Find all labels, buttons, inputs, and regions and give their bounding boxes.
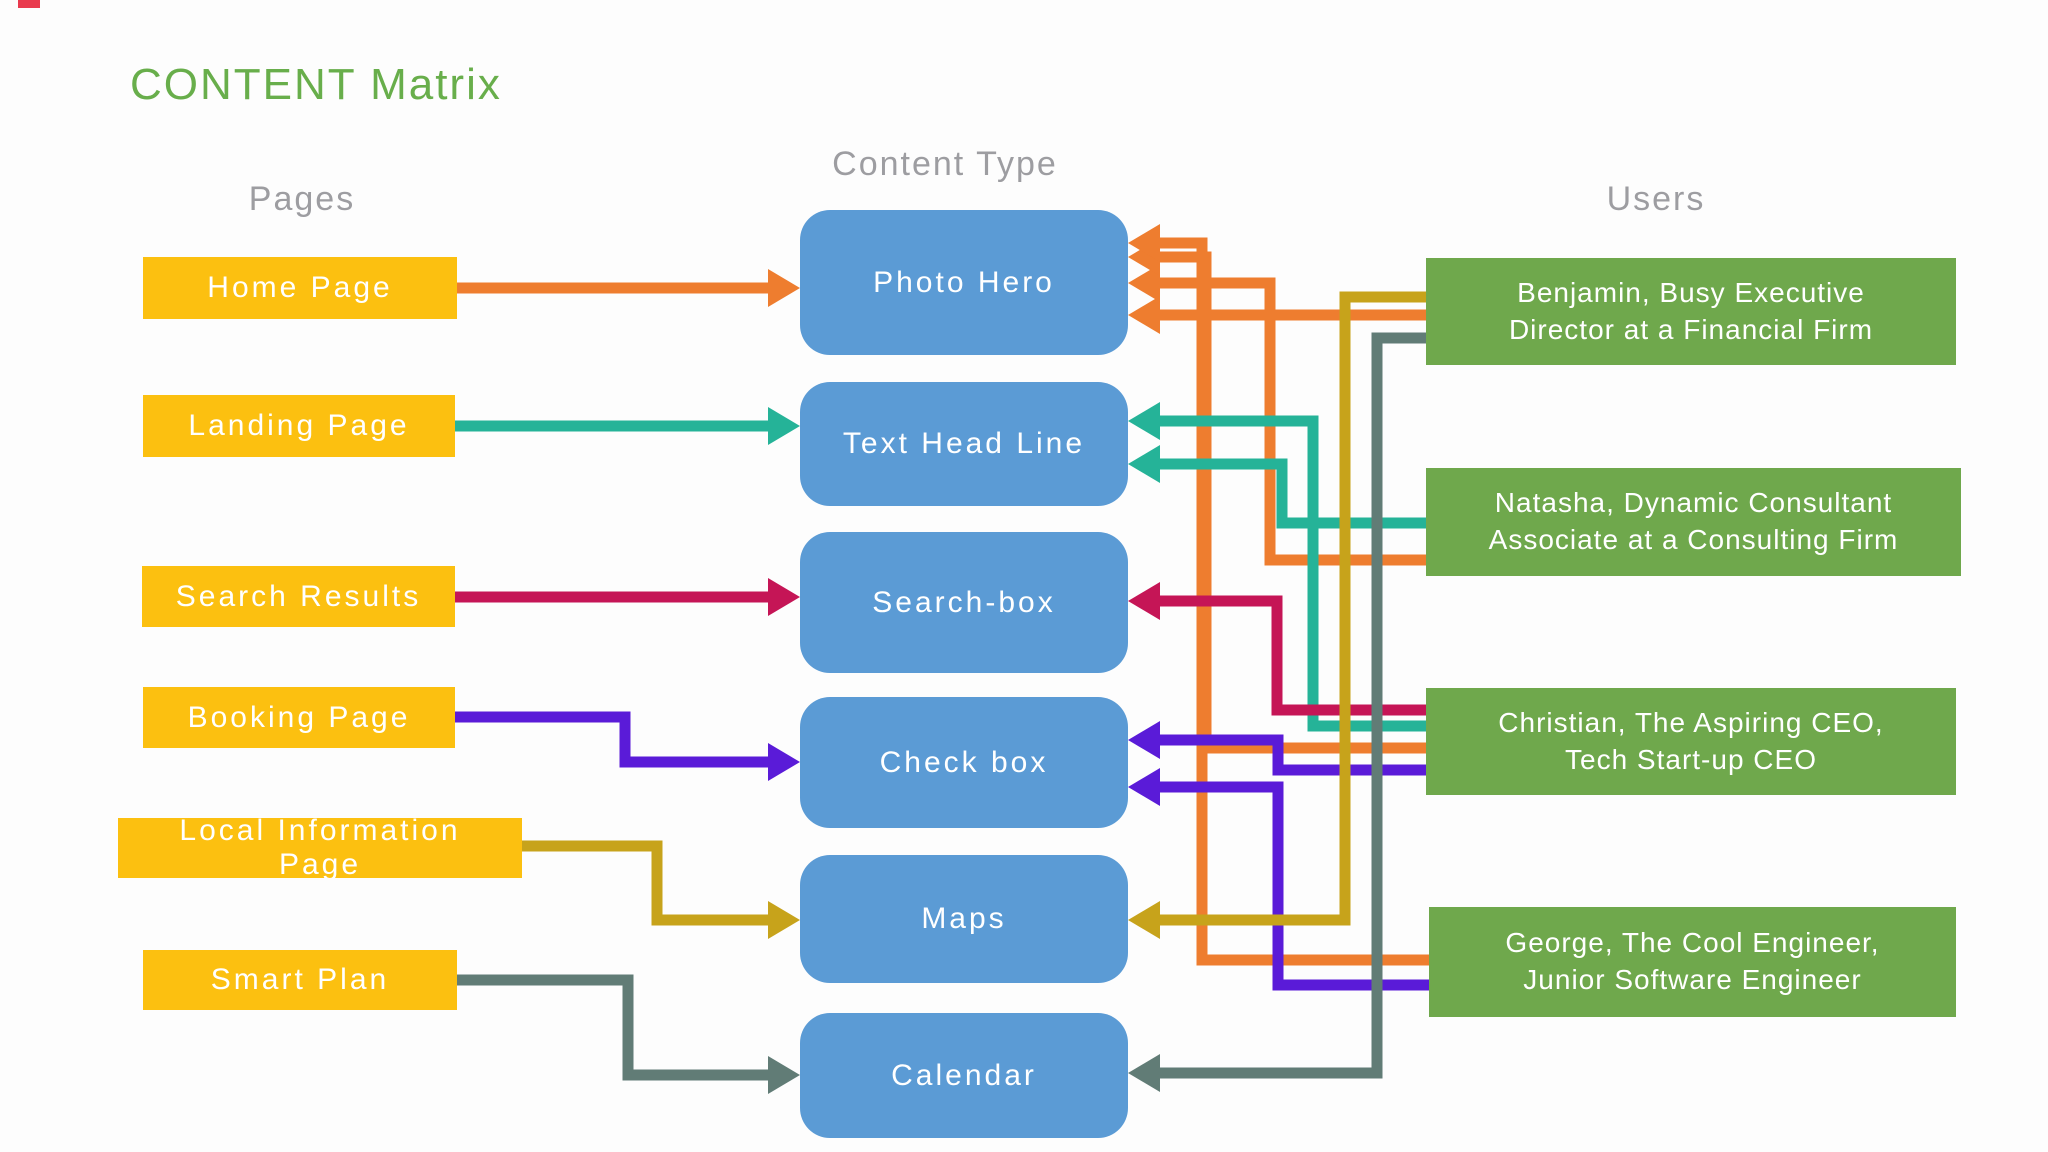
arrowhead [1128, 224, 1160, 262]
arrowhead [1128, 1054, 1160, 1092]
screen-artifact-red [18, 0, 40, 8]
edge-local-information-to-maps [522, 840, 800, 939]
arrowhead [1128, 402, 1160, 440]
content-box-label: Calendar [891, 1058, 1037, 1092]
user-box-label: Christian, The Aspiring CEO, [1498, 706, 1884, 738]
arrowhead [1128, 264, 1160, 302]
content-box-label: Check box [879, 745, 1049, 779]
content-box-label: Photo Hero [873, 265, 1055, 299]
edge-natasha-to-text-head-line [1128, 445, 1426, 529]
arrowhead [768, 407, 800, 445]
page-box-booking-page: Booking Page [143, 687, 455, 748]
arrowhead [768, 743, 800, 781]
page-box-label: Local Information [179, 818, 461, 847]
arrowhead [768, 578, 800, 616]
user-box-label-line2: Associate at a Consulting Firm [1488, 524, 1899, 555]
content-box-calendar: Calendar [800, 1013, 1128, 1138]
edge-home-page-to-photo-hero [457, 269, 800, 307]
column-header-pages: Pages [248, 180, 356, 218]
user-box-label: Benjamin, Busy Executive [1517, 276, 1865, 308]
page-box-label: Search Results [175, 579, 422, 613]
edge-smart-plan-to-calendar [457, 974, 800, 1094]
content-box-label: Maps [921, 902, 1007, 935]
diagram-title: CONTENT Matrix [130, 60, 502, 109]
user-box-george: George, The Cool Engineer, Junior Softwar… [1429, 907, 1956, 1017]
user-box-label-line2: Junior Software Engineer [1523, 964, 1862, 995]
edge-christian-to-check-box [1128, 721, 1426, 776]
arrowhead [768, 1056, 800, 1094]
edge-landing-page-to-text-head-line [455, 407, 800, 445]
edge-christian-to-text-head-line [1128, 402, 1426, 732]
arrowhead [1128, 721, 1160, 759]
arrowhead [1128, 296, 1160, 334]
arrowhead [768, 901, 800, 939]
column-header-content-type: Content Type [832, 145, 1058, 183]
edge-christian-to-search-box [1128, 582, 1426, 716]
page-box-label-line2: Page [278, 848, 362, 878]
user-box-label: George, The Cool Engineer, [1505, 927, 1880, 959]
arrowhead [1128, 445, 1160, 483]
page-box-label: Smart Plan [210, 963, 390, 996]
page-box-home-page: Home Page [143, 257, 457, 319]
content-box-check-box: Check box [800, 697, 1128, 828]
page-box-landing-page: Landing Page [143, 395, 455, 457]
column-header-users: Users [1606, 180, 1706, 218]
page-box-label: Home Page [207, 271, 393, 304]
edge-george-to-check-box [1128, 768, 1429, 991]
page-box-search-results: Search Results [142, 566, 455, 627]
content-box-search-box: Search-box [800, 532, 1128, 673]
content-box-maps: Maps [800, 855, 1128, 983]
page-box-smart-plan: Smart Plan [143, 950, 457, 1010]
user-box-christian: Christian, The Aspiring CEO, Tech Start-u… [1426, 688, 1956, 795]
user-box-label: Natasha, Dynamic Consultant [1494, 487, 1893, 519]
arrowhead [1128, 582, 1160, 620]
page-box-label: Booking Page [187, 700, 411, 734]
edge-benjamin-to-calendar [1128, 332, 1426, 1092]
edge-benjamin-to-maps [1128, 291, 1426, 939]
user-box-label-line2: Tech Start-up CEO [1565, 743, 1817, 775]
content-box-label: Search-box [872, 585, 1056, 619]
content-box-label: Text Head Line [842, 427, 1086, 460]
edge-booking-page-to-check-box [455, 711, 800, 781]
user-box-label-line2: Director at a Financial Firm [1508, 313, 1874, 345]
content-box-photo-hero: Photo Hero [800, 210, 1128, 355]
edge-search-results-to-search-box [455, 578, 800, 616]
arrowhead [1128, 768, 1160, 806]
arrowhead [768, 269, 800, 307]
page-box-label: Landing Page [188, 409, 410, 442]
content-box-text-head-line: Text Head Line [800, 382, 1128, 506]
arrowhead [1128, 901, 1160, 939]
